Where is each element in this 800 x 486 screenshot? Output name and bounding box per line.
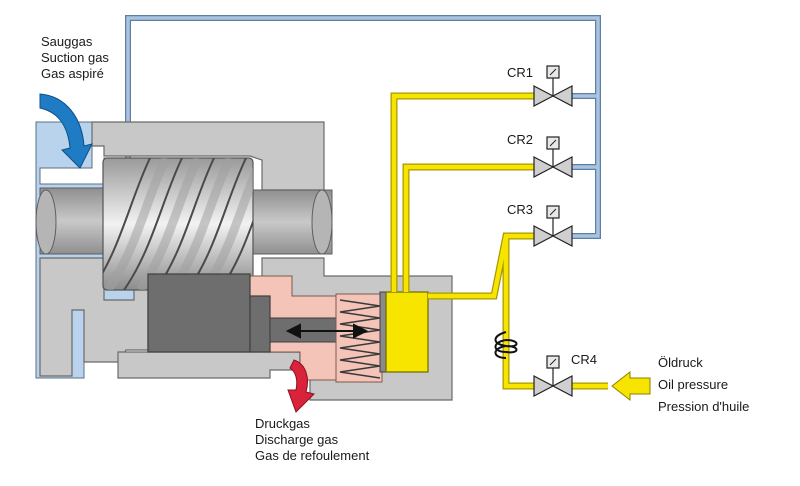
- slide-movement-arrow: [285, 323, 369, 339]
- solenoid-valve-cr3: [533, 205, 573, 247]
- valve-label-cr2: CR2: [507, 132, 533, 147]
- oil-pressure-label: Öldruck Oil pressure Pression d'huile: [658, 355, 749, 414]
- rotor-shaft: [35, 187, 333, 255]
- oil-restrictor-coil: [494, 331, 518, 359]
- valve-label-cr3: CR3: [507, 202, 533, 217]
- discharge-gas-label: Druckgas Discharge gas Gas de refoulemen…: [255, 416, 370, 463]
- oil-lines: [390, 92, 608, 390]
- valve-label-cr4: CR4: [571, 352, 597, 367]
- screw-rotor: [102, 157, 254, 291]
- suction-gas-arrow-icon: [39, 93, 93, 169]
- discharge-gas-arrow-icon: [287, 359, 315, 413]
- bypass-gas-line: [125, 15, 601, 239]
- oil-piston-chamber: [379, 291, 429, 373]
- suction-gas-label: Sauggas Suction gas Gas aspiré: [41, 34, 113, 81]
- solenoid-valve-cr4: [533, 355, 573, 397]
- solenoid-valve-cr2: [533, 136, 573, 178]
- return-spring: [335, 293, 383, 383]
- valve-label-cr1: CR1: [507, 65, 533, 80]
- oil-pressure-arrow-icon: [611, 370, 651, 402]
- solenoid-valve-cr1: [533, 65, 573, 107]
